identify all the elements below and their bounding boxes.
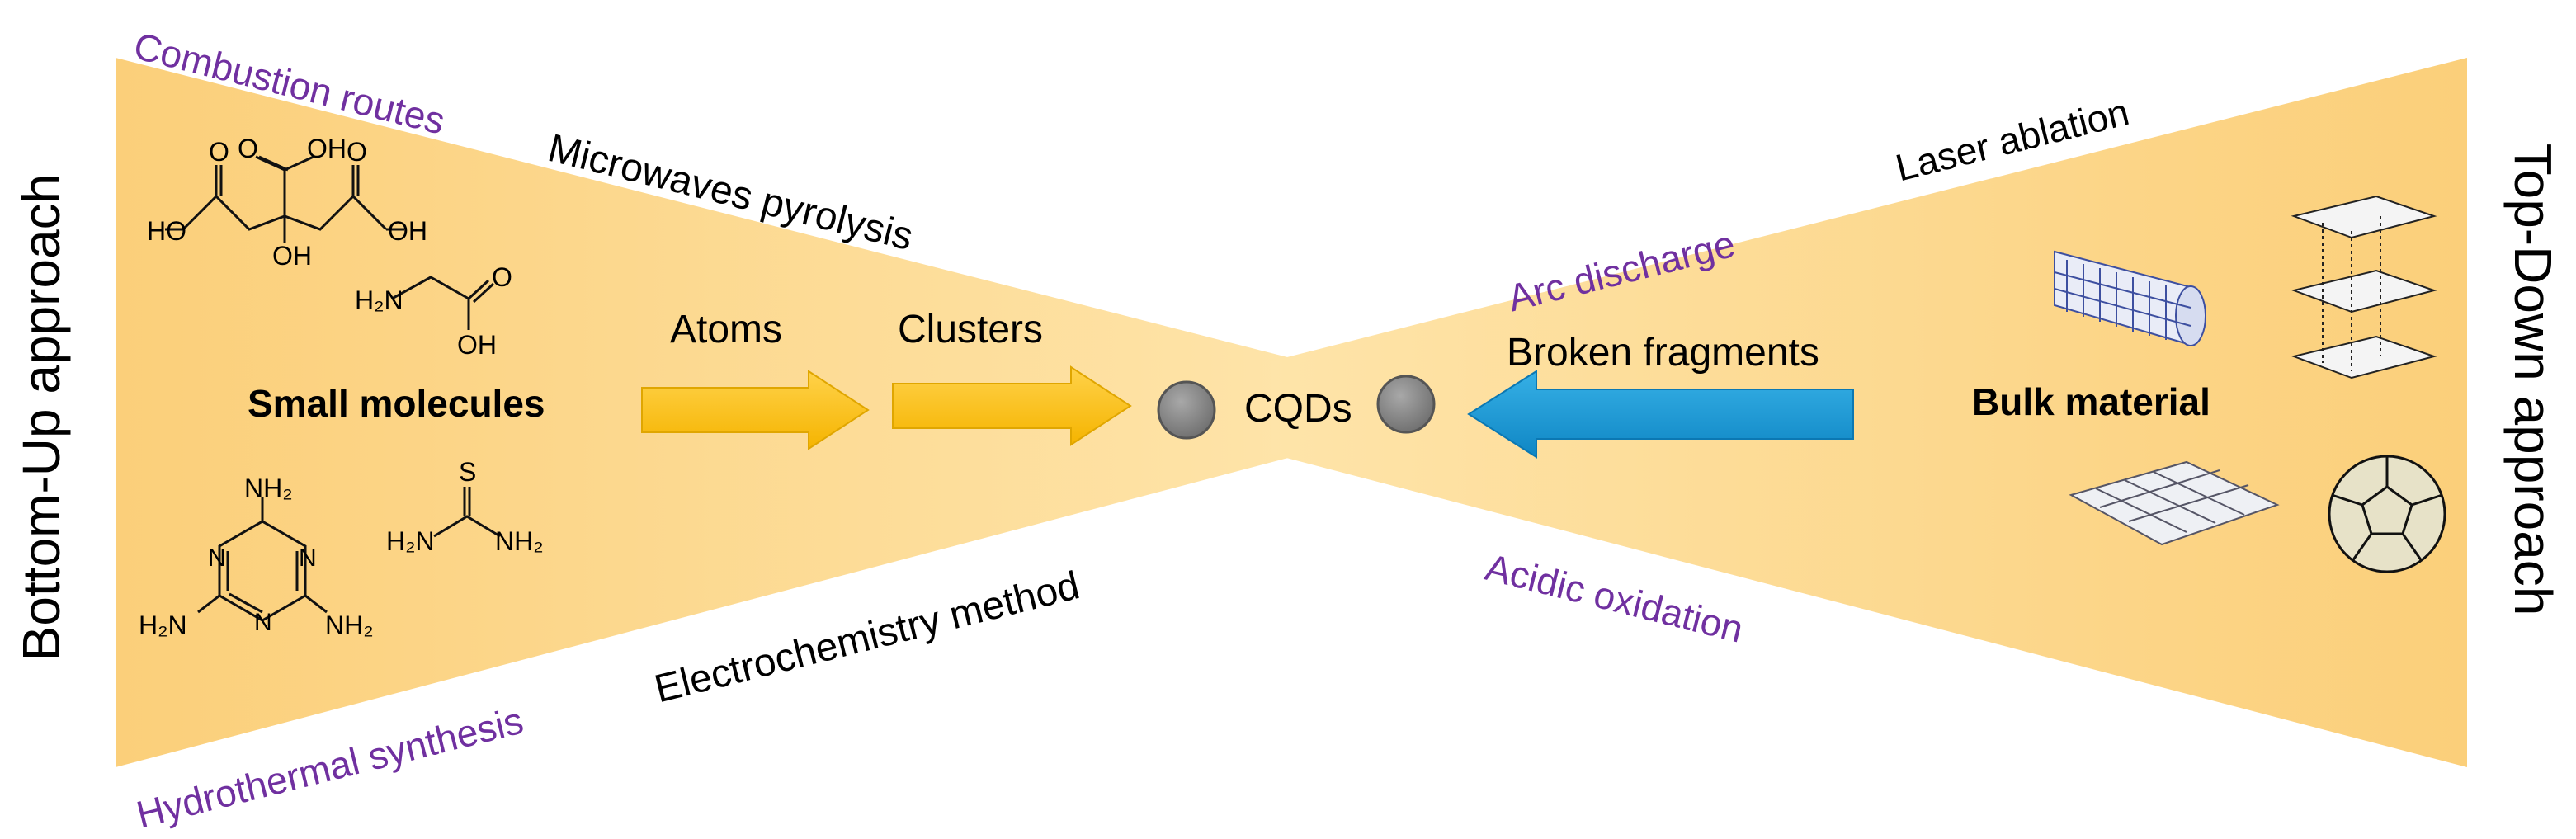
glycine-h2n: H₂N: [355, 285, 403, 315]
thiourea-s: S: [459, 457, 477, 487]
stage-broken-fragments: Broken fragments: [1507, 331, 1819, 375]
citric-acid-structure: [165, 155, 404, 243]
top-down-funnel: [1271, 58, 2467, 767]
citric-oh-right: OH: [388, 216, 427, 246]
citric-ho-left: HO: [147, 216, 186, 246]
cqd-dot-right: [1376, 375, 1436, 434]
thiourea-nh2: NH₂: [495, 526, 544, 556]
citric-o-left: O: [209, 137, 229, 167]
melamine-n-left: N: [208, 544, 226, 572]
broken-fragments-arrow: [1467, 370, 1854, 459]
graphite-layers-image: [2291, 195, 2437, 379]
melamine-n-bottom: N: [254, 609, 272, 636]
thiourea-h2n: H₂N: [386, 526, 435, 556]
melamine-n-right: N: [299, 544, 317, 572]
stage-clusters: Clusters: [898, 308, 1044, 351]
melamine-nh2-right: NH₂: [325, 610, 374, 640]
melamine-structure: [197, 497, 328, 622]
top-down-approach-label: Top-Down approach: [2503, 143, 2563, 616]
glycine-oh: OH: [457, 330, 497, 360]
bulk-material-label: Bulk material: [1972, 380, 2210, 423]
citric-oh-top: OH: [307, 134, 347, 163]
carbon-nanotube-image: [2054, 250, 2206, 346]
glycine-structure: [391, 276, 495, 330]
stage-cqds: CQDs: [1244, 387, 1352, 431]
fullerene-image: [2328, 455, 2446, 573]
graphene-sheet-image: [2069, 460, 2280, 546]
citric-oh-center: OH: [272, 241, 312, 271]
thiourea-structure: [433, 487, 501, 538]
cqd-dot-left: [1157, 380, 1216, 440]
bottom-up-approach-label: Bottom-Up approach: [12, 173, 71, 662]
citric-o-right: O: [347, 137, 367, 167]
glycine-o: O: [492, 262, 512, 292]
clusters-arrow: [892, 365, 1132, 446]
small-molecules-label: Small molecules: [248, 382, 545, 425]
atoms-arrow: [641, 370, 870, 450]
melamine-h2n-left: H₂N: [139, 610, 187, 640]
stage-atoms: Atoms: [670, 308, 783, 351]
melamine-nh2-top: NH₂: [244, 474, 293, 503]
citric-o-top: O: [238, 134, 258, 163]
